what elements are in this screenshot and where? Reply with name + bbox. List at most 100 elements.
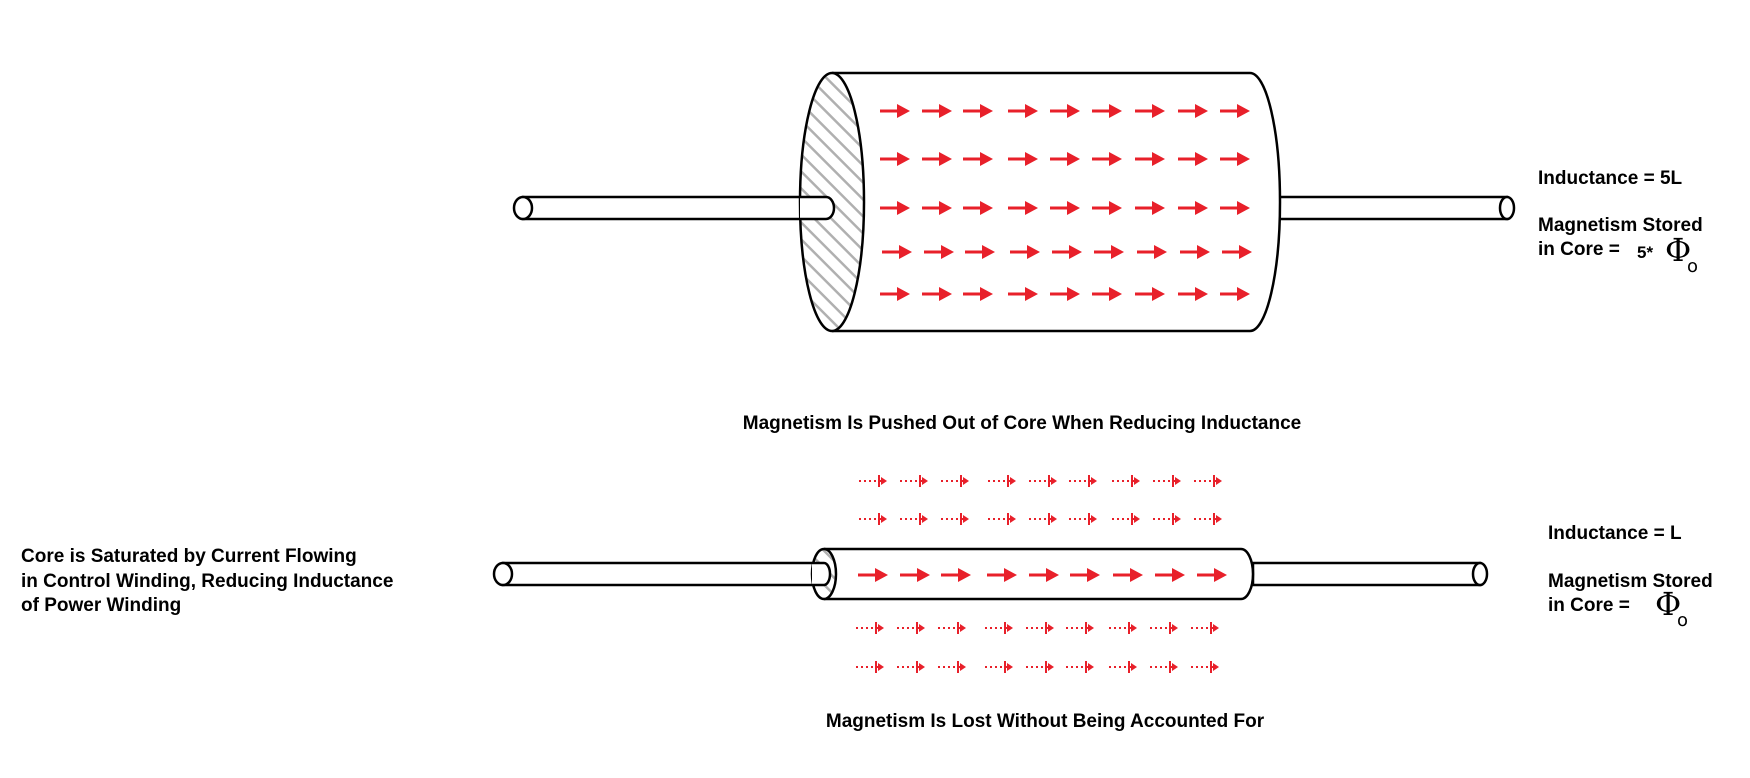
top-right-rod (1273, 195, 1516, 221)
bottom-left-line1: Core is Saturated by Current Flowing (21, 546, 357, 567)
top-stored-label-line2: in Core = (1538, 239, 1620, 260)
lost-flux-arrow (941, 513, 969, 525)
lost-flux-arrow (900, 475, 928, 487)
lost-flux-arrow (1069, 513, 1097, 525)
lost-flux-dotted-arrows (856, 475, 1222, 673)
bottom-right-rod (1251, 561, 1489, 587)
flux-arrow (1050, 104, 1080, 118)
bottom-left-line3: of Power Winding (21, 595, 181, 616)
top-core-assembly (512, 71, 1516, 333)
lost-flux-arrow (1191, 661, 1219, 673)
flux-arrow (1222, 245, 1252, 259)
lost-flux-arrow (1194, 513, 1222, 525)
lost-flux-arrow (856, 661, 884, 673)
lost-flux-arrow (985, 661, 1013, 673)
flux-arrow (1220, 287, 1250, 301)
flux-arrow (922, 287, 952, 301)
flux-arrow (1050, 152, 1080, 166)
lost-flux-arrow (1150, 622, 1178, 634)
top-phi-subscript: o (1687, 256, 1698, 277)
lost-flux-arrow (897, 622, 925, 634)
flux-arrow (1008, 104, 1038, 118)
flux-arrow (1178, 287, 1208, 301)
flux-arrow (1137, 245, 1167, 259)
flux-arrow (1113, 568, 1143, 582)
bottom-stored-label-line1: Magnetism Stored (1548, 571, 1713, 592)
lost-flux-arrow (1026, 661, 1054, 673)
flux-arrow (987, 568, 1017, 582)
top-flux-arrows (880, 104, 1252, 301)
bottom-left-labels: Core is Saturated by Current Flowing in … (21, 546, 393, 616)
lost-flux-arrow (985, 622, 1013, 634)
flux-arrow (1178, 104, 1208, 118)
lost-flux-arrow (1112, 513, 1140, 525)
top-inductance-label: Inductance = 5L (1538, 168, 1683, 189)
lost-flux-arrow (941, 475, 969, 487)
flux-arrow (1135, 287, 1165, 301)
lost-flux-arrow (859, 513, 887, 525)
flux-arrow (922, 104, 952, 118)
bottom-phi-symbol: Φ (1655, 585, 1681, 623)
flux-arrow (1092, 201, 1122, 215)
flux-arrow (963, 287, 993, 301)
lost-flux-arrow (1191, 622, 1219, 634)
lost-flux-arrow (1029, 475, 1057, 487)
lost-flux-arrow (1194, 475, 1222, 487)
flux-arrow (1155, 568, 1185, 582)
flux-arrow (880, 152, 910, 166)
bottom-inductance-label: Inductance = L (1548, 523, 1682, 544)
top-core-cylinder (832, 71, 1282, 333)
top-labels: Inductance = 5L Magnetism Stored in Core… (1538, 168, 1703, 277)
top-left-rod (512, 195, 832, 221)
lost-flux-arrow (1153, 513, 1181, 525)
flux-arrow (1070, 568, 1100, 582)
top-multiplier: 5* (1637, 243, 1653, 262)
flux-arrow (924, 245, 954, 259)
lost-flux-arrow (1029, 513, 1057, 525)
lost-flux-arrow (938, 622, 966, 634)
bottom-rod-tip (812, 561, 832, 587)
flux-arrow (1094, 245, 1124, 259)
lost-flux-arrow (1109, 661, 1137, 673)
flux-arrow (1008, 287, 1038, 301)
flux-arrow (1135, 152, 1165, 166)
flux-arrow (922, 152, 952, 166)
flux-arrow (1092, 152, 1122, 166)
lost-flux-arrow (988, 475, 1016, 487)
flux-arrow (900, 568, 930, 582)
flux-arrow (941, 568, 971, 582)
flux-arrow (965, 245, 995, 259)
flux-arrow (1029, 568, 1059, 582)
flux-arrow (1092, 287, 1122, 301)
flux-arrow (1180, 245, 1210, 259)
flux-arrow (963, 104, 993, 118)
lost-flux-arrow (988, 513, 1016, 525)
bottom-stored-label-line2: in Core = (1548, 595, 1630, 616)
top-stored-label-line1: Magnetism Stored (1538, 215, 1703, 236)
flux-arrow (1197, 568, 1227, 582)
flux-arrow (1135, 201, 1165, 215)
bottom-left-rod (492, 561, 825, 587)
lost-flux-arrow (1112, 475, 1140, 487)
lost-flux-arrow (1066, 622, 1094, 634)
lost-flux-arrow (1069, 475, 1097, 487)
bottom-left-line2: in Control Winding, Reducing Inductance (21, 571, 393, 592)
flux-arrow (1178, 152, 1208, 166)
flux-arrow (1010, 245, 1040, 259)
lost-flux-arrow (897, 661, 925, 673)
bottom-core-assembly (492, 475, 1489, 673)
lost-flux-arrow (1066, 661, 1094, 673)
flux-arrow (1008, 152, 1038, 166)
bottom-flux-arrows (858, 568, 1227, 582)
lost-flux-arrow (1150, 661, 1178, 673)
bottom-right-labels: Inductance = L Magnetism Stored in Core … (1548, 523, 1713, 631)
flux-arrow (1050, 201, 1080, 215)
flux-arrow (880, 201, 910, 215)
flux-arrow (882, 245, 912, 259)
flux-arrow (1220, 104, 1250, 118)
top-rod-tip (800, 195, 836, 221)
lost-flux-arrow (938, 661, 966, 673)
flux-arrow (1220, 152, 1250, 166)
bottom-caption: Magnetism Is Lost Without Being Accounte… (826, 711, 1265, 732)
